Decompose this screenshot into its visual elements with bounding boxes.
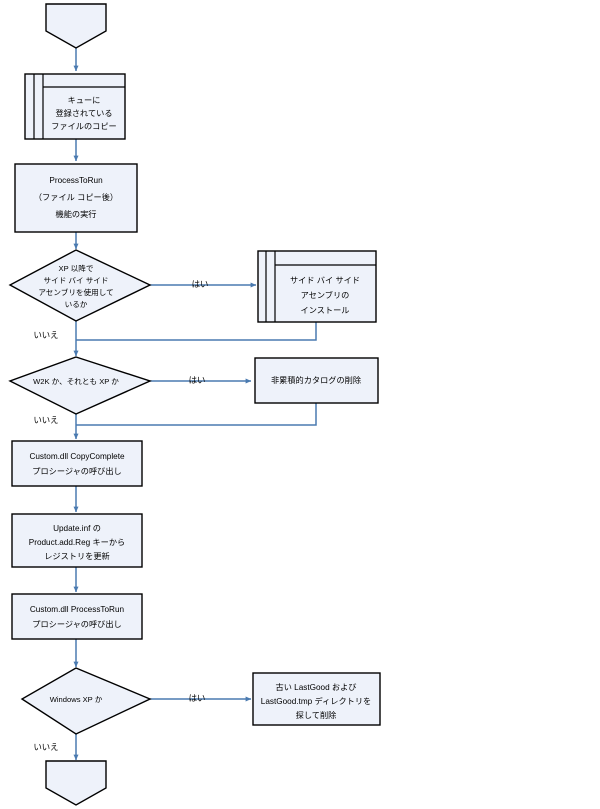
delete-lastgood-line-1: LastGood.tmp ディレクトリを bbox=[261, 696, 371, 706]
node-customdll-processtorun: Custom.dll ProcessToRun プロシージャの呼び出し bbox=[11, 593, 143, 640]
install-sxs-line-2: インストール bbox=[301, 306, 350, 315]
copy-queued-files-predefined-bars bbox=[33, 74, 125, 139]
copy-queued-files-line-0: キューに bbox=[68, 96, 101, 105]
update-registry-line-2: レジストリを更新 bbox=[44, 551, 110, 561]
decision-sxs-line-3: いるか bbox=[65, 300, 88, 309]
edge-install-sxs-return bbox=[76, 322, 317, 341]
connectors bbox=[73, 48, 317, 761]
decision-w2k-xp-shape bbox=[8, 356, 152, 415]
decision-sxs-shape bbox=[8, 249, 152, 322]
customdll-processtorun-shape bbox=[11, 593, 143, 640]
edge-catalog-return bbox=[76, 403, 317, 426]
install-sxs-line-0: サイド バイ サイド bbox=[290, 276, 360, 285]
edge-label-no-w2k: いいえ bbox=[33, 415, 58, 425]
delete-lastgood-line-0: 古い LastGood および bbox=[276, 682, 357, 692]
decision-sxs-line-2: アセンブリを使用して bbox=[38, 287, 113, 297]
customdll-processtorun-line-0: Custom.dll ProcessToRun bbox=[30, 605, 125, 614]
decision-windows-xp-line-0: Windows XP か bbox=[50, 695, 103, 704]
customdll-copycomplete-line-1: プロシージャの呼び出し bbox=[32, 466, 122, 476]
node-copy-queued-files: キューに 登録されている ファイルのコピー bbox=[24, 73, 126, 140]
copy-queued-files-line-2: ファイルのコピー bbox=[51, 122, 117, 131]
update-registry-line-1: Product.add.Reg キーから bbox=[29, 538, 125, 547]
customdll-copycomplete-shape bbox=[11, 440, 143, 487]
edge-label-yes-sxs: はい bbox=[192, 279, 209, 289]
node-delete-noncumulative-catalog: 非累積的カタログの削除 bbox=[254, 357, 379, 404]
edge-labels: はい いいえ はい いいえ はい いいえ bbox=[33, 279, 208, 752]
node-decision-windows-xp: Windows XP か bbox=[20, 667, 152, 735]
start-pentagon-shape bbox=[45, 3, 107, 49]
copy-queued-files-shape bbox=[24, 73, 126, 140]
process-to-run-line-0: ProcessToRun bbox=[49, 176, 103, 185]
install-sxs-shape bbox=[257, 250, 377, 323]
edge-label-yes-xp: はい bbox=[189, 693, 206, 703]
decision-sxs-line-0: XP 以降で bbox=[59, 263, 94, 273]
node-customdll-copycomplete: Custom.dll CopyComplete プロシージャの呼び出し bbox=[11, 440, 143, 487]
end-pentagon-shape bbox=[45, 760, 107, 806]
edge-label-no-sxs: いいえ bbox=[33, 330, 58, 340]
decision-windows-xp-shape bbox=[20, 667, 152, 735]
decision-w2k-xp-line-0: W2K か、それとも XP か bbox=[33, 377, 119, 386]
decision-sxs-line-1: サイド バイ サイド bbox=[44, 276, 109, 285]
process-to-run-line-1: （ファイル コピー後） bbox=[34, 192, 118, 202]
edge-label-no-xp: いいえ bbox=[33, 742, 58, 752]
edge-label-yes-w2k: はい bbox=[189, 375, 206, 385]
process-to-run-shape bbox=[14, 163, 138, 233]
node-delete-lastgood: 古い LastGood および LastGood.tmp ディレクトリを 探して… bbox=[252, 672, 381, 726]
install-sxs-predefined-bars bbox=[265, 251, 376, 322]
delete-noncumulative-catalog-shape bbox=[254, 357, 379, 404]
node-process-to-run: ProcessToRun （ファイル コピー後） 機能の実行 bbox=[14, 163, 138, 233]
customdll-processtorun-line-1: プロシージャの呼び出し bbox=[32, 619, 122, 629]
delete-lastgood-shape bbox=[252, 672, 381, 726]
node-start bbox=[45, 3, 107, 49]
node-install-sxs: サイド バイ サイド アセンブリの インストール bbox=[257, 250, 377, 323]
update-registry-shape bbox=[11, 513, 143, 568]
node-update-registry: Update.inf の Product.add.Reg キーから レジストリを… bbox=[11, 513, 143, 568]
delete-noncumulative-catalog-line-0: 非累積的カタログの削除 bbox=[271, 375, 361, 385]
install-sxs-line-1: アセンブリの bbox=[301, 290, 350, 300]
process-to-run-line-2: 機能の実行 bbox=[56, 209, 97, 219]
delete-lastgood-line-2: 探して削除 bbox=[296, 710, 337, 720]
update-registry-line-0: Update.inf の bbox=[53, 524, 101, 533]
node-decision-sxs: XP 以降で サイド バイ サイド アセンブリを使用して いるか bbox=[8, 249, 152, 322]
node-decision-w2k-xp: W2K か、それとも XP か bbox=[8, 356, 152, 415]
customdll-copycomplete-line-0: Custom.dll CopyComplete bbox=[29, 452, 125, 461]
copy-queued-files-line-1: 登録されている bbox=[55, 108, 112, 118]
node-end bbox=[45, 760, 107, 806]
